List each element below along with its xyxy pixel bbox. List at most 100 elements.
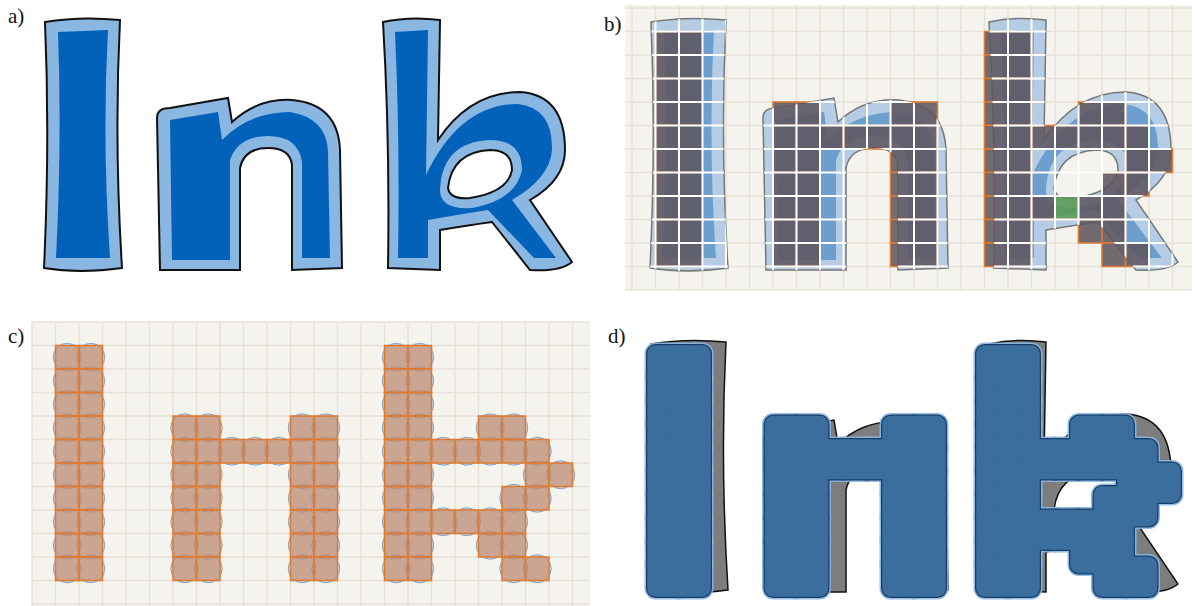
grid-line bbox=[819, 5, 821, 290]
sample-disc bbox=[77, 343, 105, 371]
panel-ground bbox=[625, 5, 1192, 290]
occupied-cell bbox=[1126, 149, 1150, 173]
occupied-cell bbox=[773, 102, 797, 126]
sample-disc bbox=[382, 343, 410, 371]
occupied-cell bbox=[797, 196, 821, 220]
grid-line bbox=[243, 322, 245, 606]
occupied-cell bbox=[291, 557, 315, 581]
occupied-cell bbox=[891, 126, 915, 150]
sample-disc bbox=[77, 390, 105, 418]
occupied-cell bbox=[891, 173, 915, 197]
letter-core bbox=[776, 112, 936, 260]
grid-line bbox=[1148, 5, 1150, 290]
sample-disc bbox=[218, 437, 246, 465]
letter-outline bbox=[157, 98, 342, 270]
grid-line bbox=[890, 5, 892, 290]
occupied-cell bbox=[985, 32, 1009, 56]
occupied-cell bbox=[844, 126, 868, 150]
fitted-shape bbox=[1126, 565, 1150, 589]
occupied-cell bbox=[656, 220, 680, 244]
occupied-cell bbox=[79, 487, 103, 511]
occupied-cell bbox=[1008, 149, 1032, 173]
sample-disc bbox=[429, 508, 457, 536]
occupied-cell bbox=[291, 416, 315, 440]
letter-outline bbox=[763, 98, 948, 270]
occupied-cell bbox=[679, 102, 703, 126]
occupied-cell bbox=[56, 463, 80, 487]
sample-disc bbox=[382, 508, 410, 536]
occupied-cell bbox=[656, 79, 680, 103]
grid-line bbox=[1031, 5, 1033, 290]
grid-line bbox=[454, 322, 456, 606]
occupied-cell bbox=[385, 440, 409, 464]
occupied-cell bbox=[1102, 243, 1126, 267]
fitted-shape bbox=[679, 565, 703, 589]
occupied-cell bbox=[502, 440, 526, 464]
occupied-cell bbox=[385, 463, 409, 487]
occupied-cell bbox=[1079, 196, 1103, 220]
occupied-cell bbox=[797, 149, 821, 173]
panel-ground bbox=[32, 322, 590, 606]
occupied-cell bbox=[985, 79, 1009, 103]
occupied-cell bbox=[985, 220, 1009, 244]
grid-line bbox=[1031, 5, 1033, 290]
grid-line bbox=[32, 345, 590, 347]
letter-outline bbox=[383, 18, 572, 270]
sample-disc bbox=[406, 343, 434, 371]
occupied-cell bbox=[408, 557, 432, 581]
sample-disc bbox=[523, 437, 551, 465]
sample-disc bbox=[406, 508, 434, 536]
grid-line bbox=[125, 322, 127, 606]
grid-line bbox=[678, 5, 680, 290]
sample-disc bbox=[288, 484, 316, 512]
sample-disc bbox=[53, 437, 81, 465]
grid-line bbox=[32, 321, 590, 323]
grid-line bbox=[937, 5, 939, 290]
sample-disc bbox=[382, 437, 410, 465]
grid-line bbox=[625, 266, 1192, 268]
grid-line bbox=[1007, 5, 1009, 290]
sample-disc bbox=[265, 437, 293, 465]
sample-disc bbox=[53, 390, 81, 418]
grid-line bbox=[866, 5, 868, 290]
occupied-cell bbox=[173, 487, 197, 511]
occupied-cell bbox=[549, 463, 573, 487]
grid-line bbox=[149, 322, 151, 606]
occupied-cell bbox=[56, 440, 80, 464]
occupied-cell bbox=[914, 126, 938, 150]
grid-line bbox=[960, 5, 962, 290]
sample-disc bbox=[523, 555, 551, 583]
grid-line bbox=[625, 289, 1192, 291]
occupied-cell bbox=[526, 463, 550, 487]
occupied-cell bbox=[479, 510, 503, 534]
occupied-cell bbox=[773, 173, 797, 197]
grid-line bbox=[843, 5, 845, 290]
occupied-cell bbox=[797, 220, 821, 244]
occupied-cell bbox=[797, 243, 821, 267]
grid-line bbox=[360, 322, 362, 606]
occupied-cell bbox=[1102, 196, 1126, 220]
sample-disc bbox=[77, 367, 105, 395]
occupied-cell bbox=[79, 534, 103, 558]
sample-disc bbox=[53, 508, 81, 536]
fitted-shape bbox=[914, 565, 938, 589]
occupied-cell bbox=[1008, 196, 1032, 220]
sample-disc bbox=[171, 555, 199, 583]
grid-line bbox=[625, 195, 1192, 197]
fitted-shape bbox=[1126, 565, 1150, 589]
occupied-cell bbox=[679, 32, 703, 56]
occupied-cell bbox=[1008, 32, 1032, 56]
occupied-cell bbox=[291, 534, 315, 558]
occupied-cell bbox=[1032, 126, 1056, 150]
sample-disc bbox=[241, 437, 269, 465]
sample-disc bbox=[171, 484, 199, 512]
sample-disc bbox=[77, 555, 105, 583]
occupied-cell bbox=[891, 196, 915, 220]
occupied-cell bbox=[385, 346, 409, 370]
occupied-cell bbox=[173, 510, 197, 534]
occupied-cell bbox=[408, 440, 432, 464]
sample-disc bbox=[312, 414, 340, 442]
occupied-cell bbox=[291, 487, 315, 511]
occupied-cell bbox=[173, 440, 197, 464]
occupied-cell bbox=[385, 557, 409, 581]
